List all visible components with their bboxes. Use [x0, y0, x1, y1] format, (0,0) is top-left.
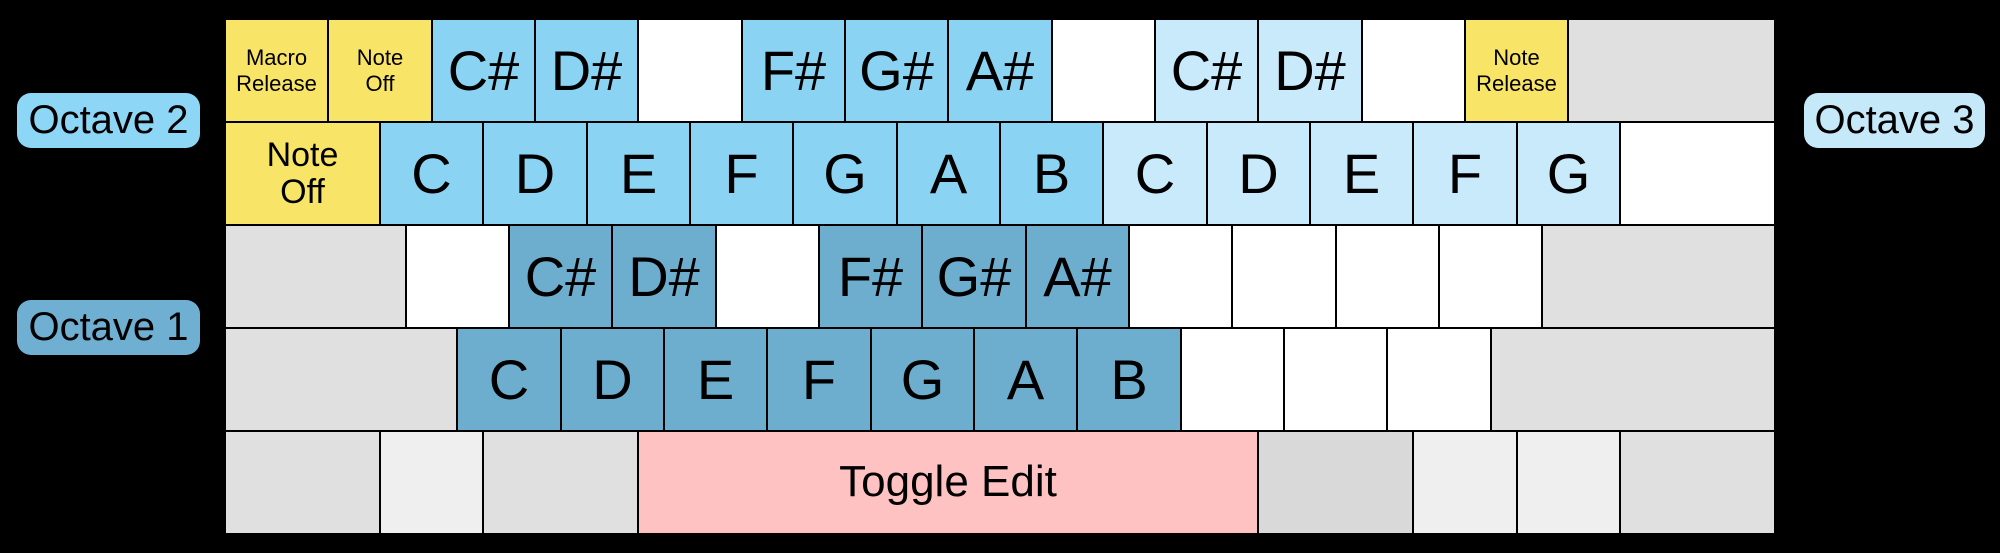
key-e-octave3[interactable]: E — [1309, 121, 1414, 226]
key-unassigned[interactable] — [715, 224, 820, 329]
key-note-off[interactable]: Note Off — [327, 18, 433, 123]
key-e-octave1[interactable]: E — [663, 327, 768, 432]
key-unassigned[interactable] — [1128, 224, 1233, 329]
key-unassigned[interactable] — [405, 224, 510, 329]
key-c-octave2[interactable]: C — [379, 121, 484, 226]
key-asharp-octave1[interactable]: A# — [1025, 224, 1130, 329]
key-g-octave1[interactable]: G — [870, 327, 975, 432]
key-modifier[interactable] — [1541, 224, 1776, 329]
octave-3-label: Octave 3 — [1804, 93, 1985, 148]
key-c-octave3[interactable]: C — [1102, 121, 1208, 226]
key-unassigned[interactable] — [1335, 224, 1440, 329]
key-unassigned[interactable] — [1180, 327, 1285, 432]
key-g-octave2[interactable]: G — [792, 121, 898, 226]
key-toggle-edit[interactable]: Toggle Edit — [637, 430, 1259, 535]
key-unassigned[interactable] — [1283, 327, 1388, 432]
key-macro-release[interactable]: Macro Release — [224, 18, 329, 123]
key-modifier-light[interactable] — [379, 430, 484, 535]
key-note-release[interactable]: Note Release — [1464, 18, 1569, 123]
key-unassigned[interactable] — [1051, 18, 1156, 123]
key-unassigned[interactable] — [1438, 224, 1543, 329]
key-d-octave1[interactable]: D — [560, 327, 665, 432]
key-d-octave3[interactable]: D — [1206, 121, 1311, 226]
key-f-octave1[interactable]: F — [766, 327, 872, 432]
key-modifier[interactable] — [224, 224, 407, 329]
key-f-octave3[interactable]: F — [1412, 121, 1518, 226]
key-a-octave1[interactable]: A — [973, 327, 1078, 432]
key-modifier[interactable] — [1567, 18, 1776, 123]
octave-1-label: Octave 1 — [17, 300, 200, 355]
key-d-octave2[interactable]: D — [482, 121, 588, 226]
key-g-octave3[interactable]: G — [1516, 121, 1621, 226]
key-csharp-octave3[interactable]: C# — [1154, 18, 1259, 123]
key-gsharp-octave1[interactable]: G# — [921, 224, 1027, 329]
key-modifier[interactable] — [1490, 327, 1776, 432]
key-b-octave2[interactable]: B — [999, 121, 1104, 226]
key-modifier-light[interactable] — [1516, 430, 1621, 535]
key-b-octave1[interactable]: B — [1076, 327, 1182, 432]
key-c-octave1[interactable]: C — [456, 327, 562, 432]
key-asharp-octave2[interactable]: A# — [947, 18, 1053, 123]
key-modifier[interactable] — [224, 327, 458, 432]
key-dsharp-octave3[interactable]: D# — [1257, 18, 1363, 123]
key-note-off[interactable]: Note Off — [224, 121, 381, 226]
key-modifier-light[interactable] — [1412, 430, 1518, 535]
key-fsharp-octave1[interactable]: F# — [818, 224, 923, 329]
key-dsharp-octave1[interactable]: D# — [611, 224, 717, 329]
key-dsharp-octave2[interactable]: D# — [534, 18, 639, 123]
key-fsharp-octave2[interactable]: F# — [741, 18, 846, 123]
key-unassigned[interactable] — [1386, 327, 1492, 432]
key-f-octave2[interactable]: F — [689, 121, 794, 226]
key-unassigned[interactable] — [1361, 18, 1466, 123]
octave-2-label: Octave 2 — [17, 93, 200, 148]
key-unassigned[interactable] — [637, 18, 743, 123]
key-modifier-dark[interactable] — [1257, 430, 1414, 535]
key-csharp-octave1[interactable]: C# — [508, 224, 613, 329]
key-csharp-octave2[interactable]: C# — [431, 18, 536, 123]
key-unassigned[interactable] — [1619, 121, 1776, 226]
key-a-octave2[interactable]: A — [896, 121, 1001, 226]
key-unassigned[interactable] — [1231, 224, 1337, 329]
key-gsharp-octave2[interactable]: G# — [844, 18, 949, 123]
key-modifier[interactable] — [482, 430, 639, 535]
key-modifier[interactable] — [224, 430, 381, 535]
key-e-octave2[interactable]: E — [586, 121, 691, 226]
key-modifier[interactable] — [1619, 430, 1776, 535]
